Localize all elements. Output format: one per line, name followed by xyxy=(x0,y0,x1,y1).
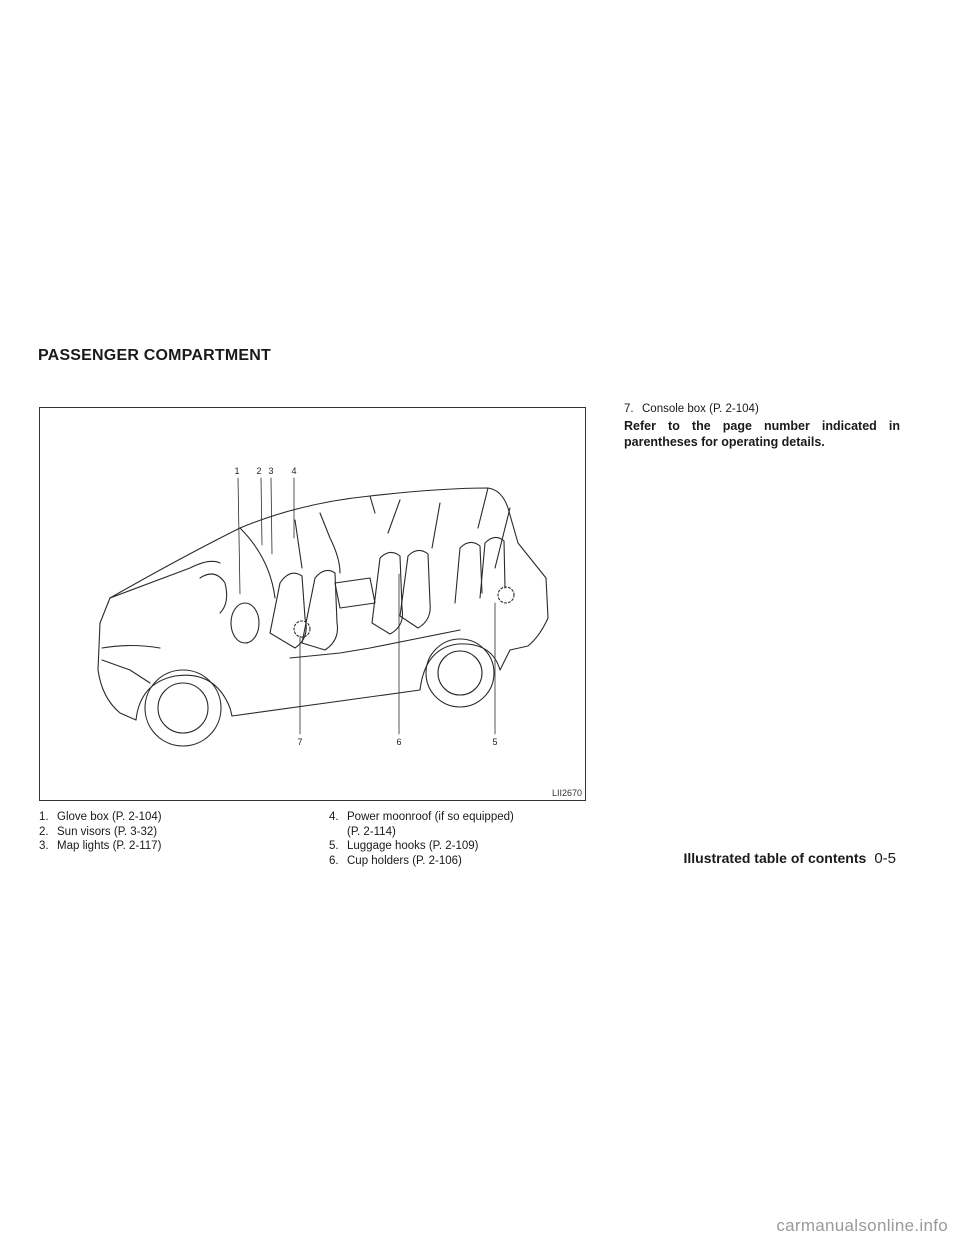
legend-item: 2. Sun visors (P. 3-32) xyxy=(39,825,162,840)
legend-item: 3. Map lights (P. 2-117) xyxy=(39,839,162,854)
callout-3: 3 xyxy=(268,466,273,476)
callout-5: 5 xyxy=(492,737,497,747)
callout-2: 2 xyxy=(256,466,261,476)
figure-id: LII2670 xyxy=(551,788,582,798)
vehicle-cutaway-drawing: 1 2 3 4 5 6 7 xyxy=(97,466,549,747)
legend-item-number: 5. xyxy=(329,840,339,852)
legend-item-number: 4. xyxy=(329,811,339,823)
legend-column-2: 4. Power moonroof (if so equipped) (P. 2… xyxy=(329,810,514,868)
operating-details-note: Refer to the page number indicated in pa… xyxy=(624,419,900,449)
legend-item-text: Power moonroof (if so equipped) xyxy=(347,811,514,823)
page-number: 0-5 xyxy=(874,850,896,867)
legend-item: 4. Power moonroof (if so equipped) xyxy=(329,810,514,825)
legend-item: 7. Console box (P. 2-104) xyxy=(624,402,759,417)
legend-column-1: 1. Glove box (P. 2-104) 2. Sun visors (P… xyxy=(39,810,162,854)
legend-item-number: 1. xyxy=(39,811,49,823)
passenger-compartment-illustration: 1 2 3 4 5 6 7 LII2670 xyxy=(39,407,586,801)
legend-item-number: 6. xyxy=(329,854,339,867)
legend-column-3: 7. Console box (P. 2-104) xyxy=(624,402,759,417)
legend-item: 6. Cup holders (P. 2-106) xyxy=(329,854,514,869)
callout-7: 7 xyxy=(297,737,302,747)
callout-6: 6 xyxy=(396,737,401,747)
legend-item-text: Sun visors (P. 3-32) xyxy=(57,825,158,838)
legend-item-number: 3. xyxy=(39,840,49,852)
page-footer: Illustrated table of contents 0-5 xyxy=(684,850,897,867)
legend-item-text: Map lights (P. 2-117) xyxy=(57,840,162,852)
legend-item-text: Glove box (P. 2-104) xyxy=(57,811,162,823)
legend-item-number: 2. xyxy=(39,825,49,838)
section-title: PASSENGER COMPARTMENT xyxy=(38,347,271,364)
legend-item-text: Console box (P. 2-104) xyxy=(642,403,759,415)
callout-4: 4 xyxy=(291,466,296,476)
legend-item-text: Cup holders (P. 2-106) xyxy=(347,854,462,867)
callout-1: 1 xyxy=(234,466,239,476)
legend-item-number: 7. xyxy=(624,403,634,415)
legend-item: 5. Luggage hooks (P. 2-109) xyxy=(329,839,514,854)
legend-item: 1. Glove box (P. 2-104) xyxy=(39,810,162,825)
chapter-title: Illustrated table of contents xyxy=(683,850,867,866)
legend-item-text: Luggage hooks (P. 2-109) xyxy=(347,840,479,852)
legend-item-continuation: (P. 2-114) xyxy=(347,825,396,838)
watermark: carmanualsonline.info xyxy=(776,1216,948,1235)
